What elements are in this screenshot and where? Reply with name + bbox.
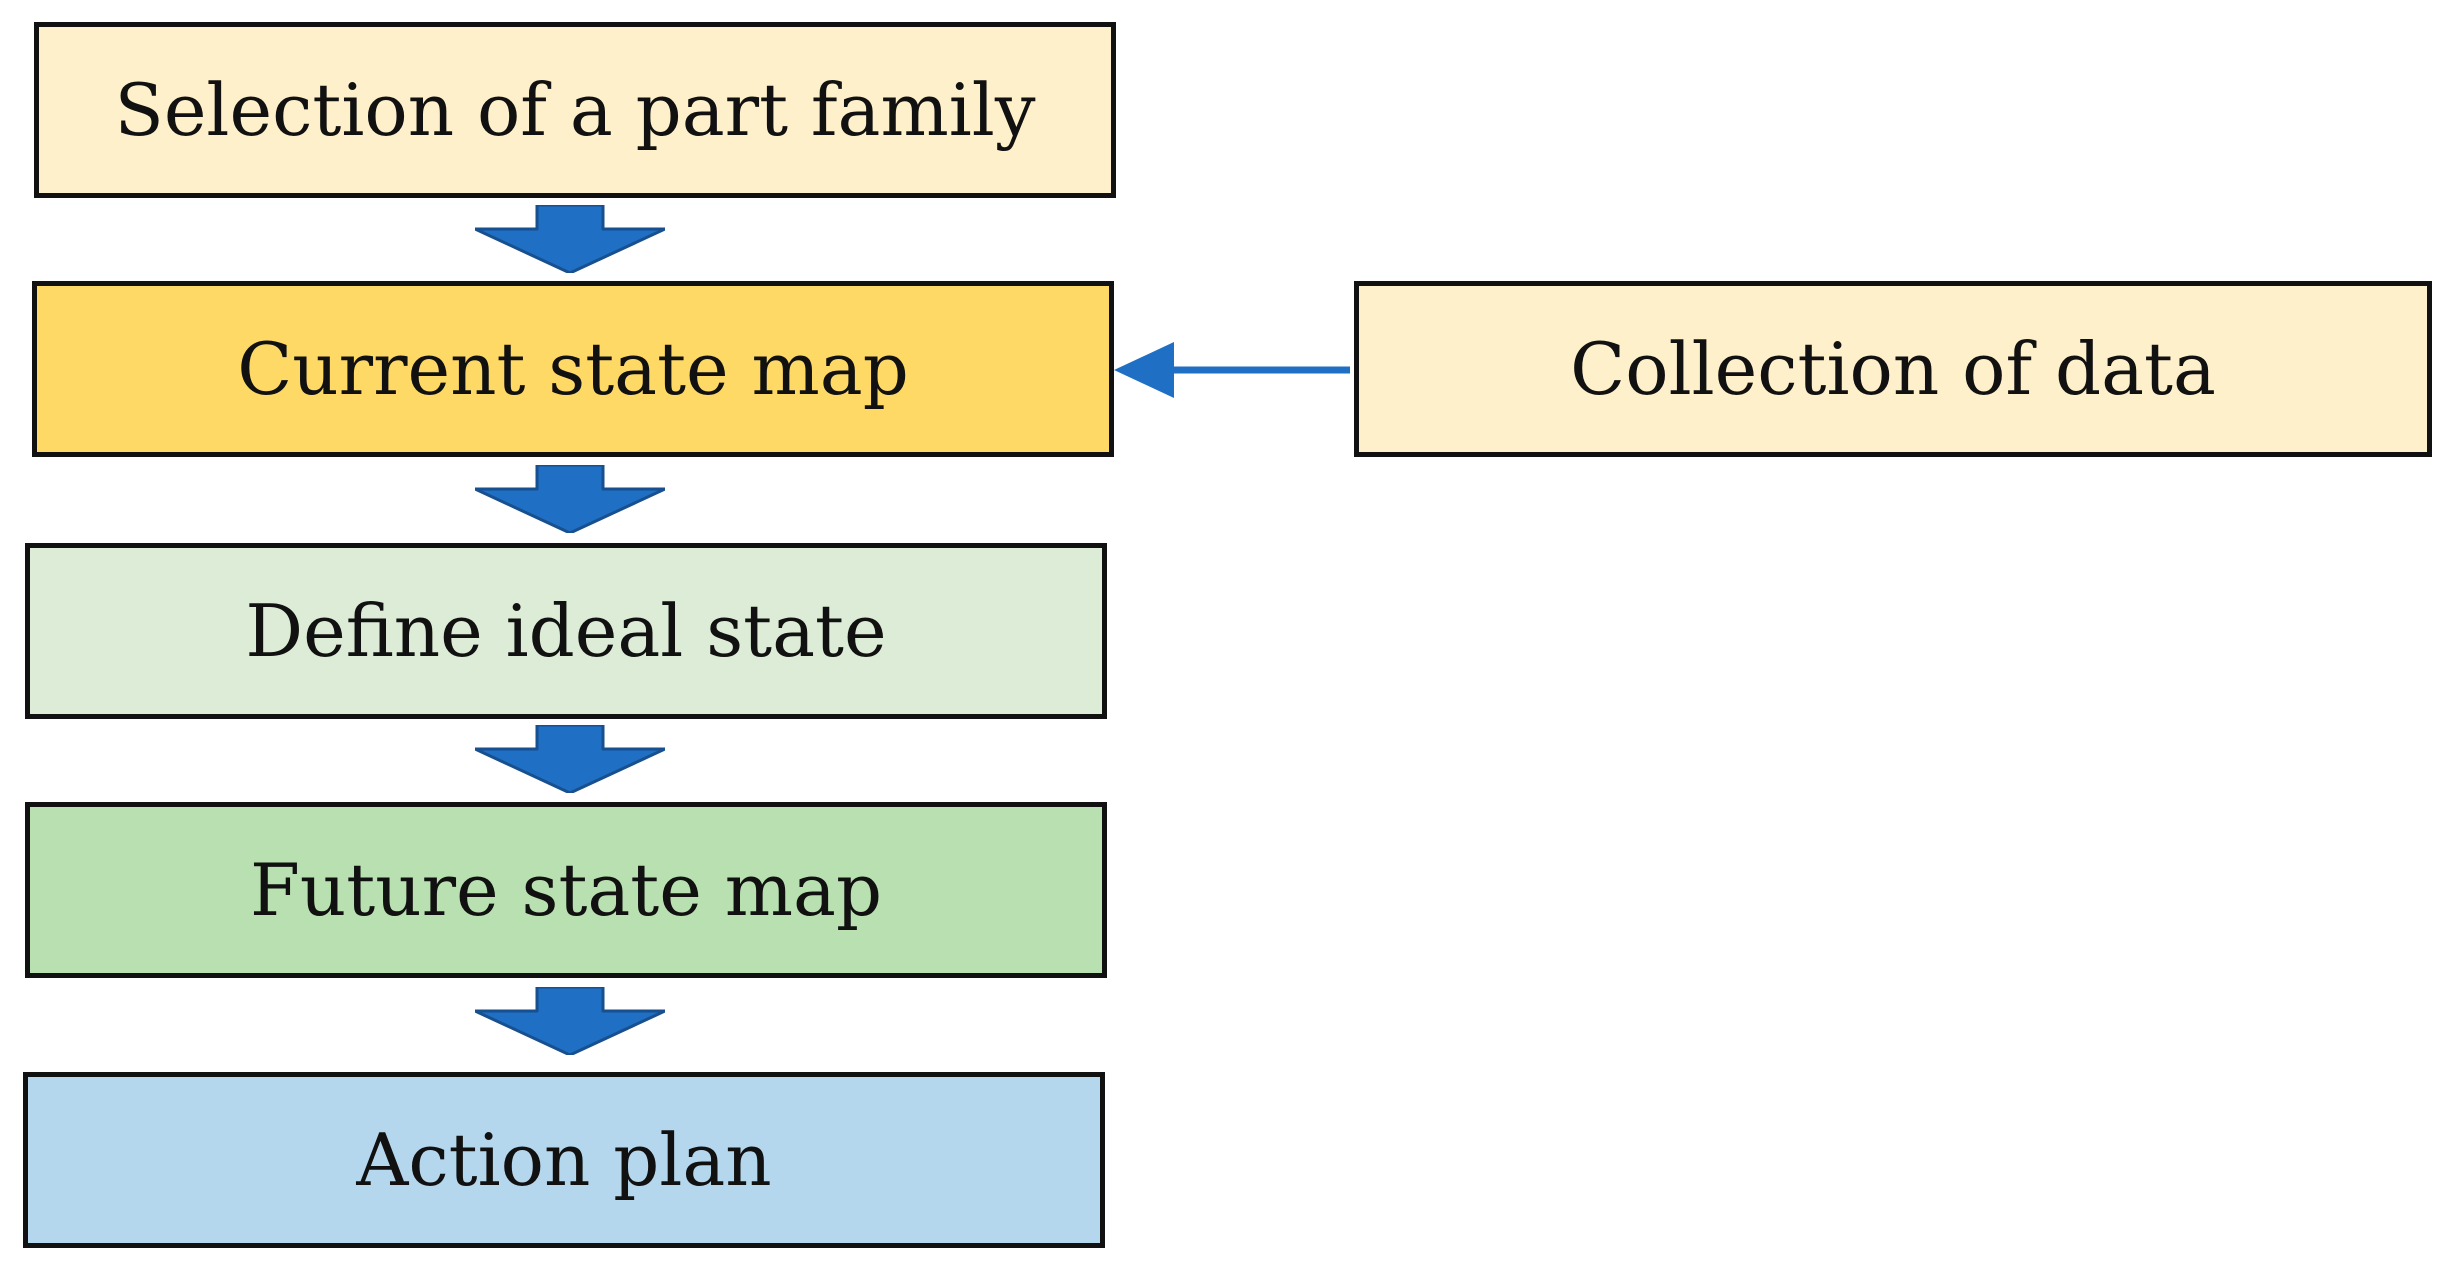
left-arrow-icon (1114, 342, 1350, 398)
step-future-state-map: Future state map (25, 802, 1107, 978)
input-collection-of-data: Collection of data (1354, 281, 2432, 457)
step-label: Define ideal state (245, 589, 887, 673)
step-label: Current state map (237, 327, 909, 411)
step-selection-of-part-family: Selection of a part family (34, 22, 1116, 198)
step-label: Selection of a part family (114, 68, 1036, 152)
step-action-plan: Action plan (23, 1072, 1105, 1248)
step-current-state-map: Current state map (32, 281, 1114, 457)
down-block-arrow-icon (475, 725, 665, 793)
step-label: Future state map (249, 848, 883, 932)
input-label: Collection of data (1570, 327, 2216, 411)
step-label: Action plan (356, 1118, 772, 1202)
down-block-arrow-icon (475, 465, 665, 533)
step-define-ideal-state: Define ideal state (25, 543, 1107, 719)
down-block-arrow-icon (475, 205, 665, 273)
down-block-arrow-icon (475, 987, 665, 1055)
